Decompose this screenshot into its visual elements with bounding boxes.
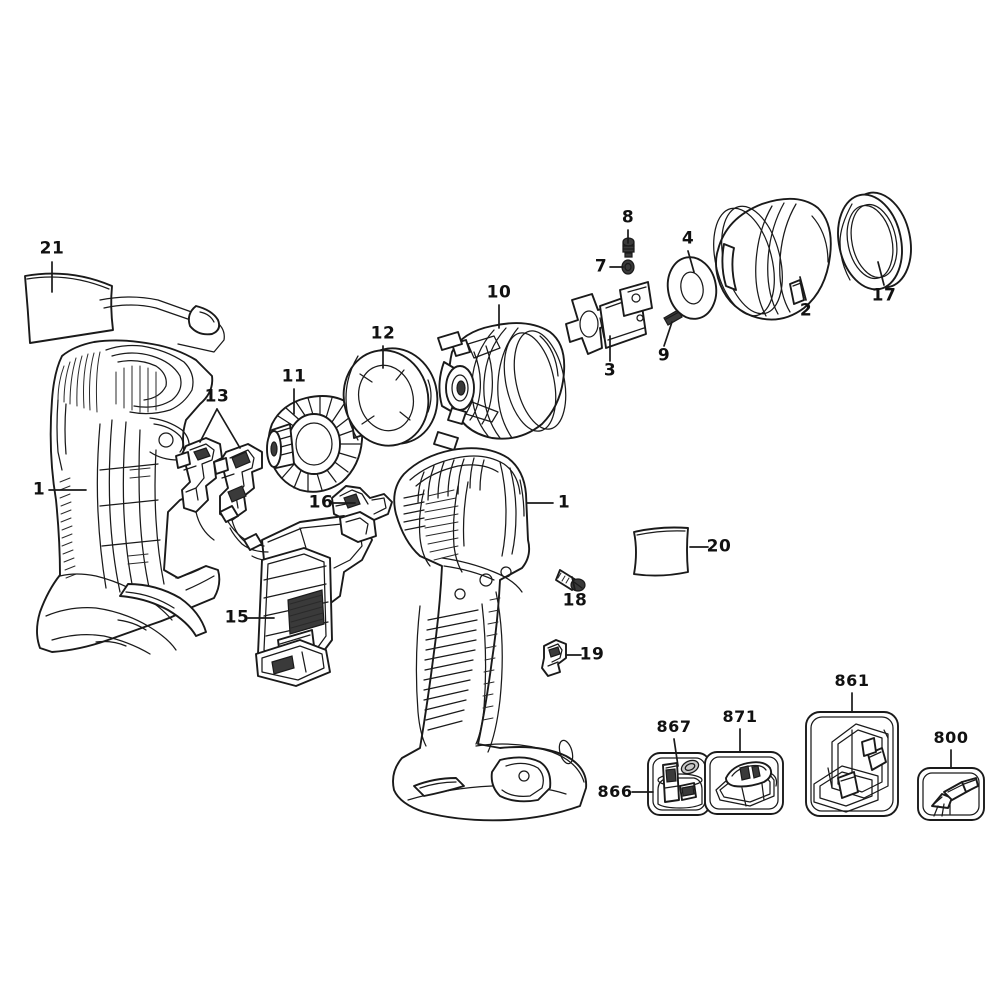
callout-4: 4	[681, 228, 695, 249]
part-21-nameplate-left	[24, 272, 114, 344]
callout-18: 18	[562, 590, 588, 611]
callout-12: 12	[370, 323, 396, 344]
callout-9: 9	[657, 345, 671, 366]
part-15-switch-assembly	[219, 505, 377, 687]
callout-20: 20	[706, 536, 732, 557]
callout-861: 861	[834, 671, 870, 690]
callout-1-right: 1	[557, 492, 571, 513]
part-18-screw	[555, 569, 586, 592]
part-871-charger-box	[704, 751, 784, 815]
part-800-bit-box	[917, 767, 985, 821]
callout-871: 871	[722, 707, 758, 726]
part-867-battery-cap	[680, 759, 700, 775]
callout-7: 7	[594, 256, 608, 277]
callout-19: 19	[579, 644, 605, 665]
callout-15: 15	[224, 607, 250, 628]
part-7-retaining-ring	[621, 259, 635, 275]
part-1-housing-left	[36, 296, 225, 655]
part-861-case-box	[805, 711, 899, 817]
callout-867: 867	[656, 717, 692, 736]
callout-866: 866	[597, 782, 633, 801]
part-10-gearcase	[433, 322, 567, 451]
callout-16: 16	[308, 492, 334, 513]
part-19-terminal-clip	[541, 639, 567, 677]
callout-13: 13	[204, 386, 230, 407]
callout-10: 10	[486, 282, 512, 303]
part-17-boot-collar	[837, 191, 912, 291]
callout-leaders	[48, 229, 952, 793]
part-3-anvil	[565, 281, 653, 355]
callout-800: 800	[933, 728, 969, 747]
part-1-housing-right	[392, 447, 588, 822]
callout-17: 17	[871, 285, 897, 306]
callout-1-left: 1	[32, 479, 46, 500]
part-13-brush-holders	[175, 437, 263, 545]
callout-11: 11	[281, 366, 307, 387]
part-9-roll-pin	[663, 309, 683, 326]
part-4-washer	[666, 256, 718, 320]
part-866-battery-box	[647, 752, 711, 816]
part-16-reverse-lever	[331, 485, 393, 521]
callout-8: 8	[621, 207, 635, 228]
part-12-field-ring	[342, 347, 439, 447]
callout-21: 21	[39, 238, 65, 259]
part-2-hammer-case	[713, 197, 832, 321]
callout-2: 2	[799, 300, 813, 321]
callout-3: 3	[603, 360, 617, 381]
part-20-nameplate-right	[633, 526, 689, 577]
